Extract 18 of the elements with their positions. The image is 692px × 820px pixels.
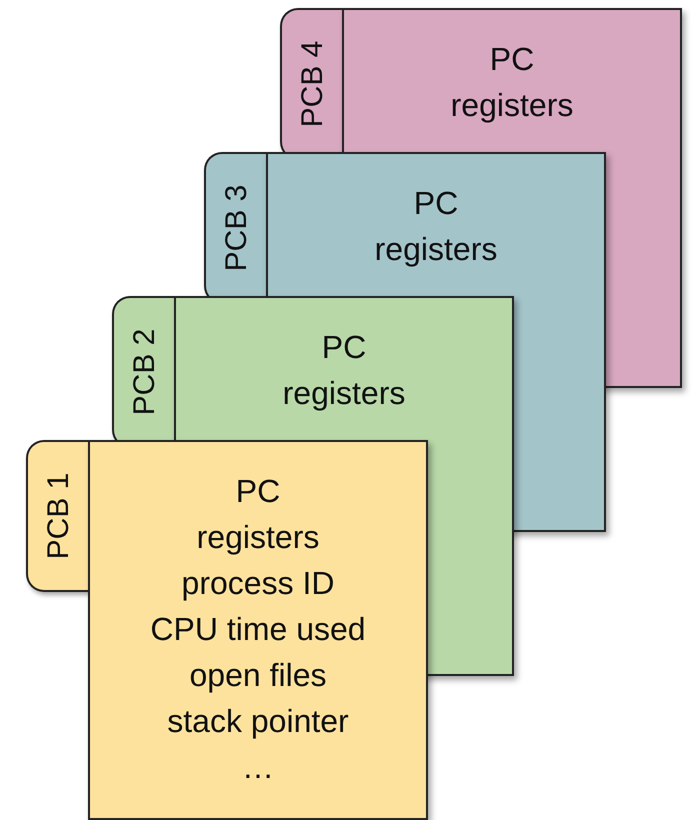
field-text: registers bbox=[374, 230, 498, 269]
field-text: CPU time used bbox=[150, 610, 366, 649]
pcb-card bbox=[26, 440, 428, 820]
field-text: open files bbox=[190, 656, 326, 695]
field-text: … bbox=[242, 748, 274, 787]
field-text: process ID bbox=[182, 564, 334, 603]
tab-label: PCB 3 bbox=[222, 184, 252, 272]
field-text: registers bbox=[450, 86, 574, 125]
field-text: registers bbox=[196, 518, 320, 557]
field-text: PC bbox=[236, 472, 280, 511]
field-text: PC bbox=[322, 328, 366, 367]
field-text: stack pointer bbox=[167, 702, 349, 741]
field-text: PC bbox=[490, 40, 534, 79]
tab-label: PCB 4 bbox=[298, 40, 328, 128]
tab-label: PCB 1 bbox=[44, 472, 74, 560]
field-text: PC bbox=[414, 184, 458, 223]
field-text: registers bbox=[282, 374, 406, 413]
tab-label: PCB 2 bbox=[130, 328, 160, 416]
